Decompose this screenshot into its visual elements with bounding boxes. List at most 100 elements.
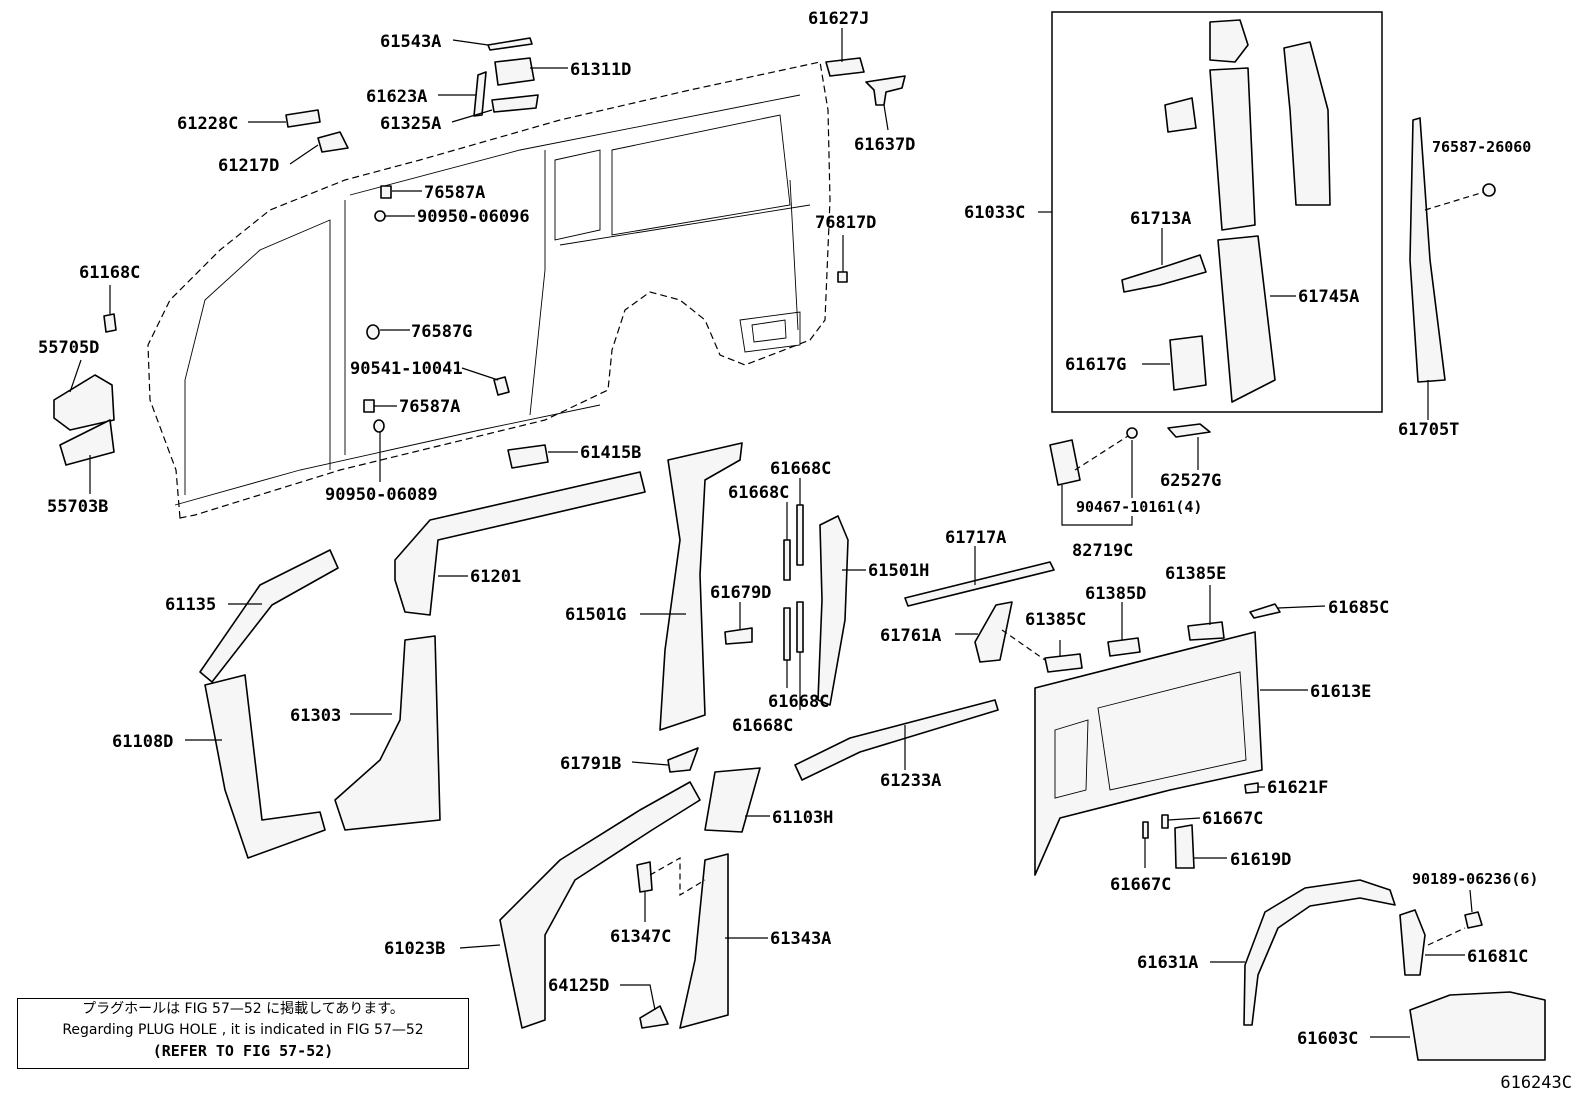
label-82719C: 82719C bbox=[1072, 541, 1133, 561]
part-61103H bbox=[704, 767, 761, 833]
label-61679D: 61679D bbox=[710, 583, 771, 603]
part-61135 bbox=[199, 549, 339, 683]
label-64125D: 64125D bbox=[548, 976, 609, 996]
part-64125D bbox=[639, 1005, 669, 1029]
part-76587A-2 bbox=[363, 399, 375, 413]
label-61501H: 61501H bbox=[868, 561, 929, 581]
label-61717A: 61717A bbox=[945, 528, 1006, 548]
part-61613E-window-2 bbox=[1054, 719, 1089, 799]
part-61685C bbox=[1249, 603, 1281, 619]
label-76587A-2: 76587A bbox=[399, 397, 460, 417]
part-55705D bbox=[53, 374, 115, 431]
label-55705D: 55705D bbox=[38, 338, 99, 358]
part-61623A bbox=[473, 71, 487, 117]
label-61668C-1: 61668C bbox=[770, 459, 831, 479]
diagram-id: 616243C bbox=[1500, 1073, 1572, 1093]
label-61217D: 61217D bbox=[218, 156, 279, 176]
label-61603C: 61603C bbox=[1297, 1029, 1358, 1049]
label-61168C: 61168C bbox=[79, 263, 140, 283]
label-61627J: 61627J bbox=[808, 9, 869, 29]
part-90189-06236 bbox=[1464, 911, 1483, 929]
label-61228C: 61228C bbox=[177, 114, 238, 134]
label-61385D: 61385D bbox=[1085, 584, 1146, 604]
part-61681C bbox=[1399, 909, 1426, 976]
label-61761A: 61761A bbox=[880, 626, 941, 646]
label-61501G: 61501G bbox=[565, 605, 626, 625]
part-61201 bbox=[394, 471, 646, 616]
label-61135: 61135 bbox=[165, 595, 216, 615]
part-61717A bbox=[904, 561, 1055, 607]
label-61613E: 61613E bbox=[1310, 682, 1371, 702]
part-small-plate bbox=[1164, 97, 1197, 133]
label-61668C-3: 61668C bbox=[768, 692, 829, 712]
part-61745A bbox=[1217, 235, 1276, 403]
part-61621F bbox=[1244, 782, 1259, 794]
part-61325A bbox=[491, 94, 539, 113]
note-line-refer: (REFER TO FIG 57-52) bbox=[152, 1042, 334, 1060]
part-61791B bbox=[667, 747, 699, 773]
part-61613E bbox=[1034, 631, 1263, 876]
label-61668C-4: 61668C bbox=[732, 716, 793, 736]
label-61033C: 61033C bbox=[964, 203, 1025, 223]
note-line-japanese: プラグホールは FIG 57—52 に掲載してあります。 bbox=[82, 1001, 404, 1017]
label-61667C-1: 61667C bbox=[1202, 809, 1263, 829]
label-90950-06089: 90950-06089 bbox=[325, 485, 438, 505]
part-61023B bbox=[499, 781, 701, 1029]
part-61679D bbox=[724, 627, 753, 645]
part-90541-10041 bbox=[493, 376, 510, 396]
side-panel-outer bbox=[147, 61, 831, 519]
part-61415B bbox=[507, 444, 549, 469]
label-61685C: 61685C bbox=[1328, 598, 1389, 618]
label-61303: 61303 bbox=[290, 706, 341, 726]
label-76817D: 76817D bbox=[815, 213, 876, 233]
label-55703B: 55703B bbox=[47, 497, 108, 517]
part-61613E-window bbox=[1097, 671, 1247, 791]
label-61103H: 61103H bbox=[772, 808, 833, 828]
label-61631A: 61631A bbox=[1137, 953, 1198, 973]
part-61168C bbox=[103, 313, 117, 333]
part-90950-06096 bbox=[374, 210, 386, 222]
part-61543A bbox=[487, 37, 533, 51]
part-61217D bbox=[317, 131, 349, 153]
label-61681C: 61681C bbox=[1467, 947, 1528, 967]
label-61385E: 61385E bbox=[1165, 564, 1226, 584]
label-90950-06096: 90950-06096 bbox=[417, 207, 530, 227]
part-61385D bbox=[1107, 637, 1141, 657]
label-76587A-1: 76587A bbox=[424, 183, 485, 203]
label-61619D: 61619D bbox=[1230, 850, 1291, 870]
label-61637D: 61637D bbox=[854, 135, 915, 155]
part-61668C-b bbox=[796, 504, 804, 566]
label-61385C: 61385C bbox=[1025, 610, 1086, 630]
part-55703B bbox=[59, 419, 115, 466]
label-90467-10161: 90467-10161(4) bbox=[1076, 498, 1202, 516]
label-61347C: 61347C bbox=[610, 927, 671, 947]
label-61108D: 61108D bbox=[112, 732, 173, 752]
label-76587G: 76587G bbox=[411, 322, 472, 342]
part-61343A bbox=[679, 853, 729, 1029]
part-76817D bbox=[837, 271, 848, 283]
part-61385E bbox=[1187, 621, 1225, 641]
part-82719C bbox=[1049, 439, 1081, 486]
label-61668C-2: 61668C bbox=[728, 483, 789, 503]
part-61667C-a bbox=[1161, 814, 1169, 829]
part-61668C-a bbox=[783, 539, 791, 581]
part-61713A bbox=[1121, 254, 1207, 293]
label-61415B: 61415B bbox=[580, 443, 641, 463]
label-61325A: 61325A bbox=[380, 114, 441, 134]
label-61667C-2: 61667C bbox=[1110, 875, 1171, 895]
part-61617G bbox=[1169, 335, 1207, 391]
part-61311D bbox=[494, 57, 535, 86]
part-76587-26060 bbox=[1482, 183, 1496, 197]
part-61603C bbox=[1409, 991, 1546, 1061]
part-pillar-reinf bbox=[1283, 41, 1331, 206]
label-61623A: 61623A bbox=[366, 87, 427, 107]
part-61705T bbox=[1409, 117, 1446, 383]
label-62527G: 62527G bbox=[1160, 471, 1221, 491]
label-61713A: 61713A bbox=[1130, 209, 1191, 229]
label-61201: 61201 bbox=[470, 567, 521, 587]
part-61667C-b bbox=[1142, 821, 1149, 839]
part-61631A bbox=[1243, 879, 1396, 1026]
part-61385C bbox=[1044, 653, 1083, 673]
part-90467-10161 bbox=[1126, 427, 1138, 439]
part-61108D bbox=[204, 674, 326, 859]
